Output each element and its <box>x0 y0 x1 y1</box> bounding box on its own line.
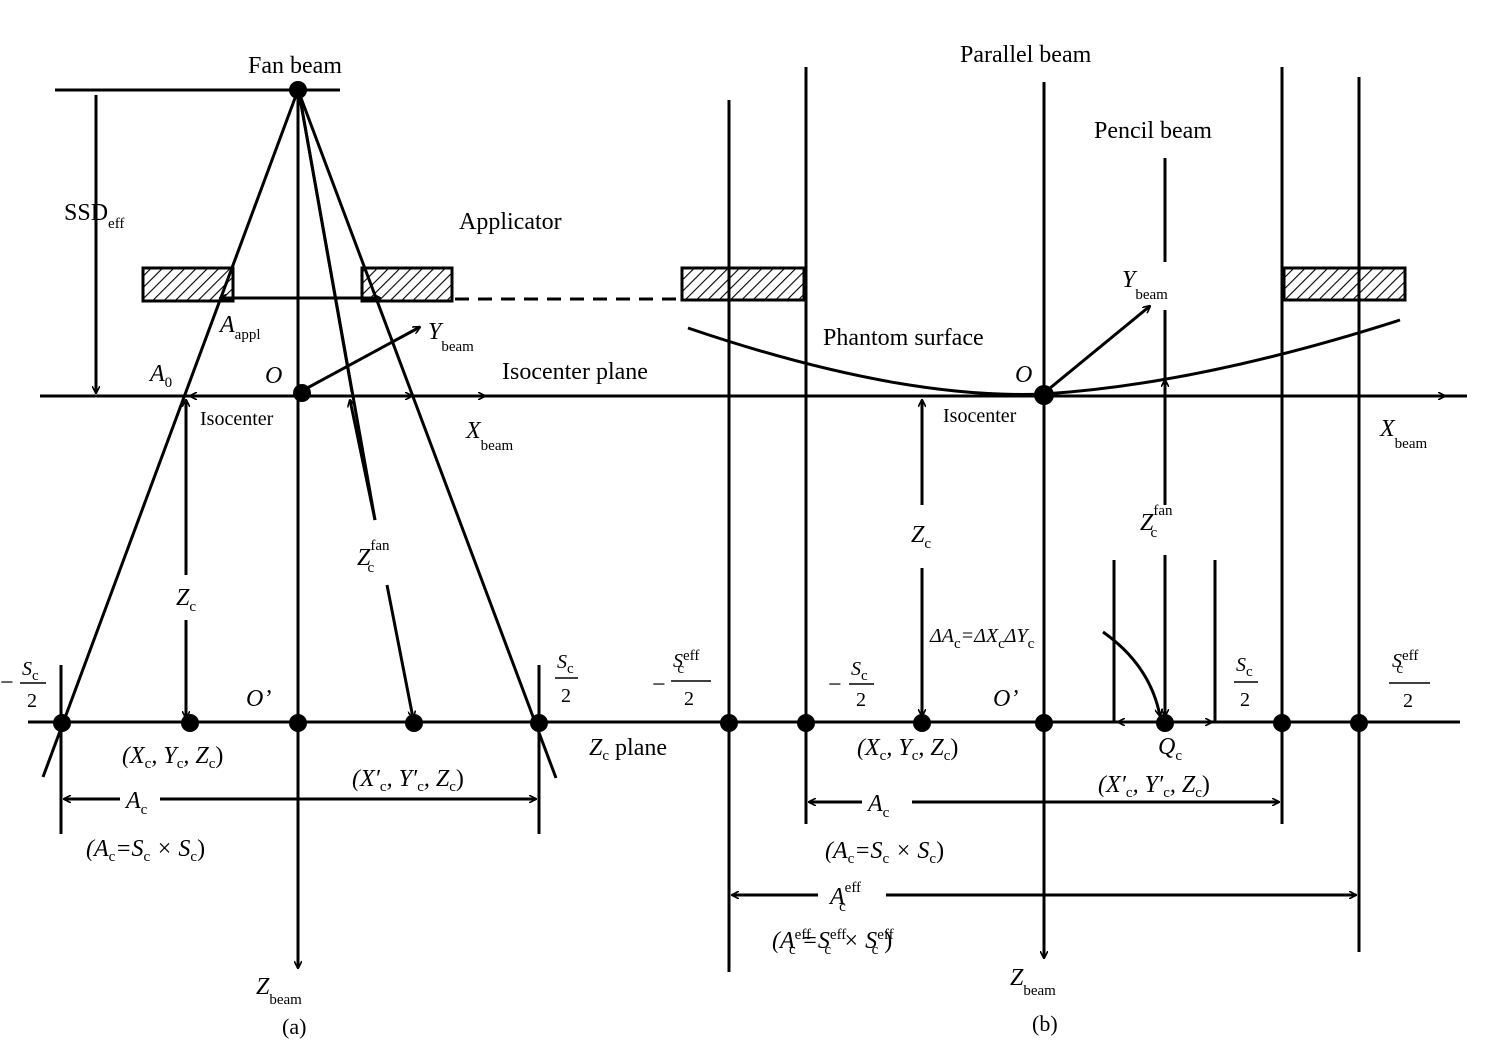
sc-half-num-b: Sc <box>1236 654 1253 680</box>
neg-sc-half-minus: − <box>0 670 14 696</box>
x-beam-label-a: Xbeam <box>465 418 513 454</box>
delta-a-label: ΔAc=ΔXcΔYc <box>929 625 1035 652</box>
z-beam-label-a: Zbeam <box>256 974 302 1008</box>
applicator-label: Applicator <box>459 209 562 235</box>
point-xyz-label-a: (Xc, Yc, Zc) <box>122 743 223 772</box>
parallel-beam-label: Parallel beam <box>960 42 1092 68</box>
panel-a-labels: Fan beam SSDeff Applicator Aappl Ybeam A… <box>0 53 578 1039</box>
a-c-def-b: (Ac=Sc × Sc) <box>825 838 944 867</box>
zc-left-point <box>53 714 71 732</box>
y-beam-label-a: Ybeam <box>428 319 474 355</box>
origin-label-b: O <box>1015 362 1032 388</box>
y-beam-label-b: Ybeam <box>1122 267 1168 303</box>
sc-half-den-b: 2 <box>1240 689 1250 711</box>
fan-ray-a0-upper <box>298 97 354 393</box>
neg-sc-minus-b: − <box>828 672 842 698</box>
panel-a <box>28 88 1467 968</box>
neg-sc-half-den: 2 <box>27 690 37 712</box>
panel-b <box>680 67 1445 972</box>
applicator-right-block-b <box>1282 266 1407 302</box>
zc-label-a: Zc <box>176 585 196 615</box>
zc-point-xc <box>181 714 199 732</box>
zc-point-prime-a <box>405 714 423 732</box>
fan-beam-left-edge <box>41 89 300 778</box>
ssd-label: SSDeff <box>64 200 124 232</box>
applicator-right-block-a <box>360 266 454 303</box>
zc-fan-arrow-upper <box>350 400 377 521</box>
panel-b-points <box>720 385 1368 732</box>
point-prime-label-b: (X′c, Y′c, Zc) <box>1098 772 1210 801</box>
point-xyz-label-b: (Xc, Yc, Zc) <box>857 735 958 764</box>
caption-a: (a) <box>282 1014 306 1039</box>
zc-eff-left-point <box>720 714 738 732</box>
origin-prime-label-a: O’ <box>246 686 271 712</box>
zc-q-point <box>1156 714 1174 732</box>
a-appl-label: Aappl <box>218 312 261 343</box>
fan-beam-right-edge <box>296 89 558 779</box>
seff-den: 2 <box>1403 690 1413 712</box>
x-beam-label-b: Xbeam <box>1379 416 1427 452</box>
zc-fan-arrow-lower <box>385 584 413 718</box>
sc-half-num-a: Sc <box>557 651 574 677</box>
y-beam-arrow-b <box>1043 306 1150 395</box>
q-c-label: Qc <box>1158 734 1182 764</box>
source-point <box>289 81 307 99</box>
zc-ac-right-point <box>1273 714 1291 732</box>
origin-prime-label-b: O’ <box>993 686 1018 712</box>
caption-b: (b) <box>1032 1011 1058 1036</box>
zc-point-xc-b <box>913 714 931 732</box>
a-c-def-a: (Ac=Sc × Sc) <box>86 836 205 865</box>
applicator-left-block-a <box>141 266 235 303</box>
isocenter-label-a: Isocenter <box>200 408 274 430</box>
neg-sc-half-num: Sc <box>22 658 39 684</box>
sc-half-den-a: 2 <box>561 685 571 707</box>
isocenter-label-b: Isocenter <box>943 405 1017 427</box>
neg-sc-num-b: Sc <box>851 658 868 684</box>
applicator-left-block-b <box>680 266 806 302</box>
zc-right-point <box>530 714 548 732</box>
z-beam-label-b: Zbeam <box>1010 965 1056 999</box>
origin-label-a: O <box>265 363 282 389</box>
zc-label-b: Zc <box>911 522 931 552</box>
y-beam-arrow-a <box>297 325 420 395</box>
neg-seff-den: 2 <box>684 688 694 710</box>
point-prime-label-a: (X′c, Y′c, Zc) <box>352 766 464 795</box>
panel-a-points <box>53 81 548 732</box>
isocenter-plane-label: Isocenter plane <box>502 359 648 385</box>
a0-label: A0 <box>148 361 172 391</box>
zc-plane-label: Zc plane <box>589 735 667 764</box>
delta-a-pointer <box>1102 630 1160 716</box>
a-c-label-b: Ac <box>866 791 890 821</box>
zc-ac-left-point <box>797 714 815 732</box>
phantom-surface-label: Phantom surface <box>823 325 984 351</box>
zc-origin-point-a <box>289 714 307 732</box>
isocenter-point-a <box>293 384 311 402</box>
pencil-beam-label: Pencil beam <box>1094 118 1212 144</box>
panel-b-labels: Parallel beam Pencil beam Phantom surfac… <box>502 42 1430 1036</box>
neg-sc-den-b: 2 <box>856 689 866 711</box>
a-c-label-a: Ac <box>124 788 148 818</box>
zc-origin-point-b <box>1035 714 1053 732</box>
isocenter-point-b <box>1034 385 1054 405</box>
zc-eff-right-point <box>1350 714 1368 732</box>
neg-seff-minus: − <box>652 672 666 698</box>
fan-beam-label: Fan beam <box>248 53 342 79</box>
